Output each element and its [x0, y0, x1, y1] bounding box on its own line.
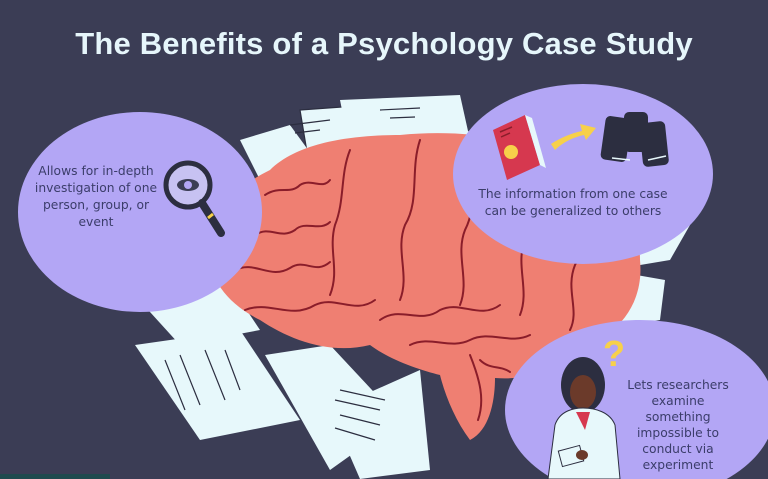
benefit-bubble-1 [18, 112, 262, 312]
magnifying-glass-eye-icon [163, 160, 225, 237]
red-book-icon [493, 115, 546, 180]
page-title: The Benefits of a Psychology Case Study [75, 26, 693, 61]
benefit-text-2: The information from one case can be gen… [478, 187, 668, 218]
thinking-researcher-icon [547, 357, 621, 479]
benefit-bubble-2 [453, 84, 713, 264]
dark-books-icon [600, 112, 669, 167]
bottom-edge-strip [0, 474, 110, 479]
benefit-text-3: Lets researchers examine something impos… [627, 378, 729, 472]
arrow-icon [551, 124, 596, 150]
question-mark-icon: ? [603, 333, 625, 374]
benefit-text-1: Allows for in-depth investigation of one… [34, 164, 158, 229]
